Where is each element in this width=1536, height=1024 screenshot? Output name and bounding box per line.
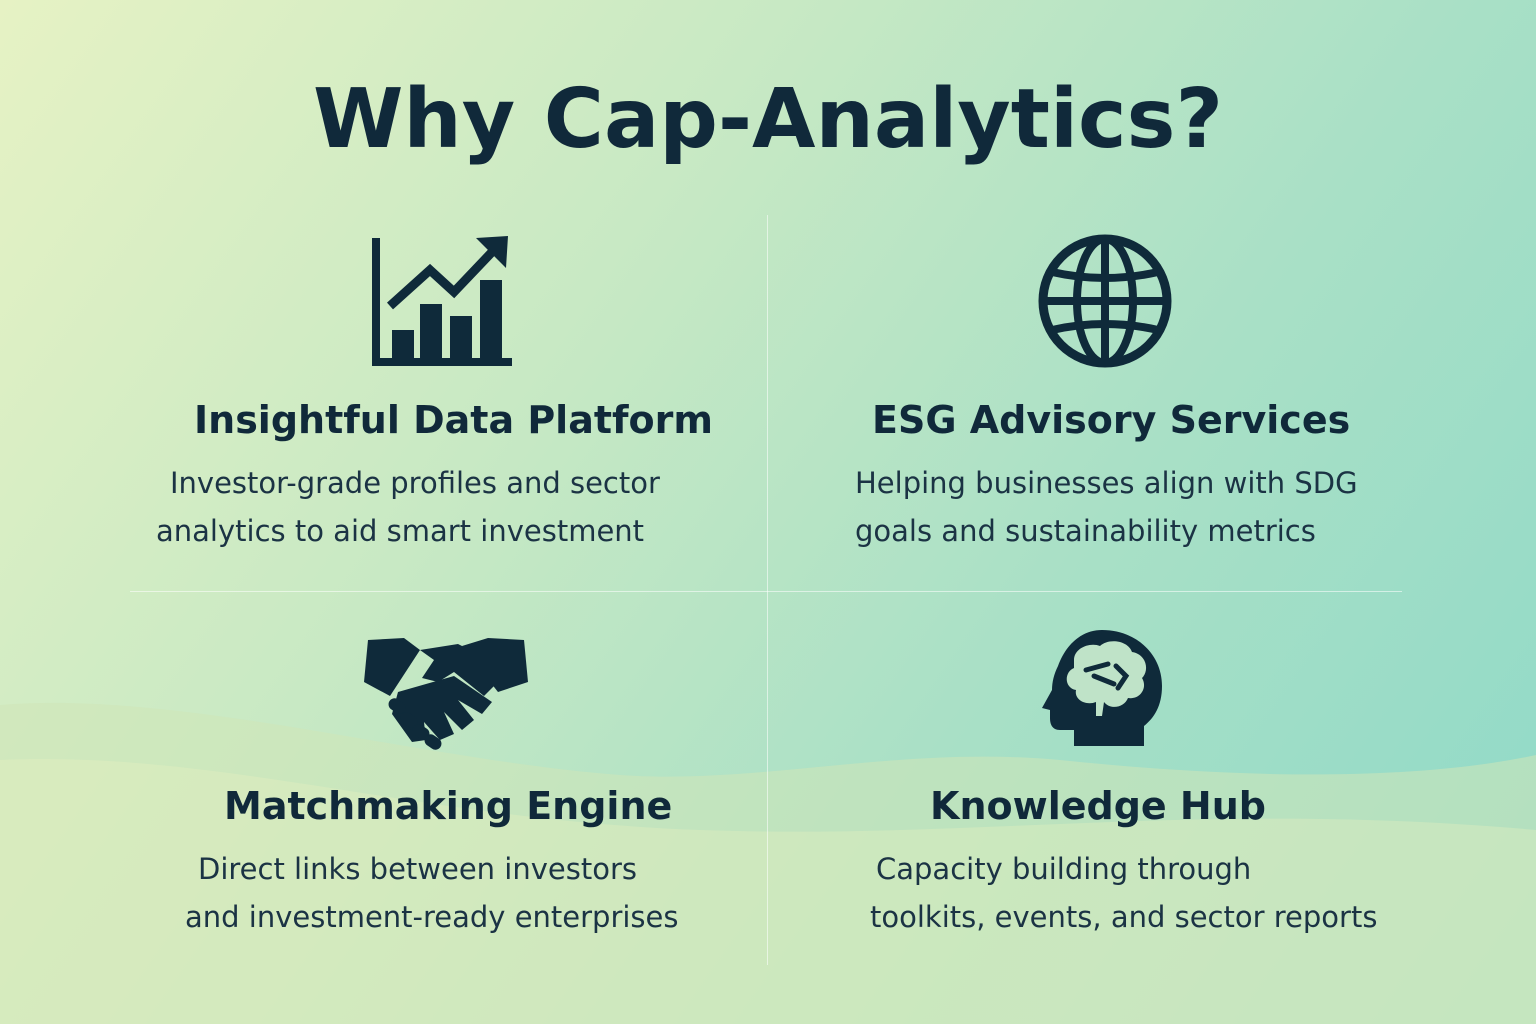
- globe-icon: [1038, 234, 1172, 368]
- feature-description-line: Investor-grade profiles and sector: [170, 466, 660, 500]
- feature-description-line: and investment-ready enterprises: [185, 900, 679, 934]
- feature-description-line: goals and sustainability metrics: [855, 514, 1316, 548]
- brain-head-icon: [1042, 630, 1162, 746]
- feature-title: Insightful Data Platform: [194, 398, 713, 442]
- feature-title: Matchmaking Engine: [224, 784, 673, 828]
- feature-description-line: Helping businesses align with SDG: [855, 466, 1358, 500]
- feature-description-line: Direct links between investors: [198, 852, 637, 886]
- feature-description-line: Capacity building through: [876, 852, 1252, 886]
- feature-title: Knowledge Hub: [930, 784, 1266, 828]
- handshake-icon: [364, 638, 528, 750]
- grid-divider-vertical: [767, 215, 768, 965]
- feature-description-line: toolkits, events, and sector reports: [870, 900, 1378, 934]
- feature-description-line: analytics to aid smart investment: [156, 514, 645, 548]
- page-title: Why Cap-Analytics?: [312, 72, 1224, 167]
- growth-chart-icon: [372, 236, 512, 366]
- grid-divider-horizontal: [130, 591, 1402, 592]
- feature-title: ESG Advisory Services: [872, 398, 1351, 442]
